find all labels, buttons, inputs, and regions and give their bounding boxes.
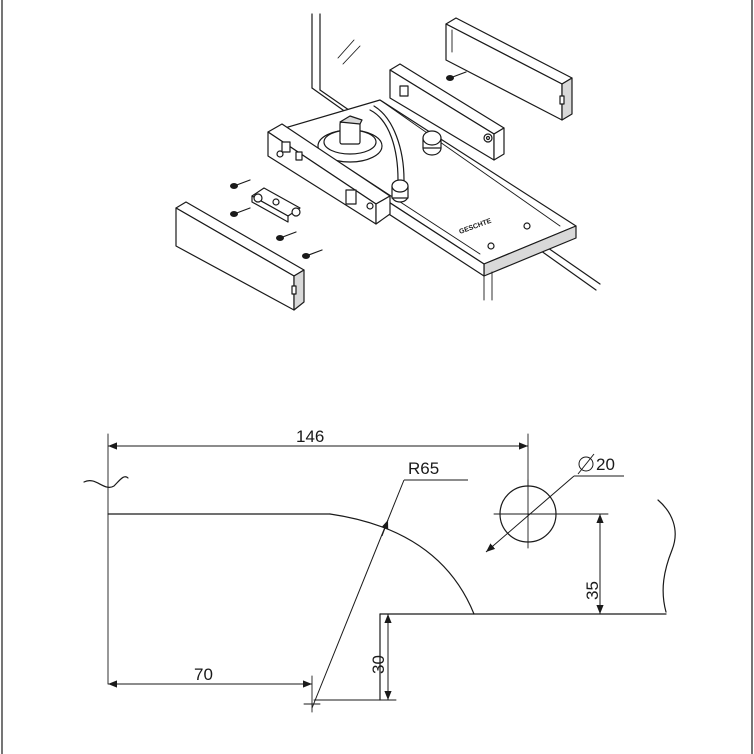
exploded-assembly-view: GESCHTE <box>175 13 601 311</box>
screw-2 <box>230 207 251 217</box>
screw-1 <box>230 179 251 189</box>
screw-3 <box>276 231 297 241</box>
screw-4 <box>302 249 323 259</box>
dim-70-label: 70 <box>194 665 213 684</box>
rear-cover-plate <box>445 17 573 121</box>
clip-part <box>251 187 301 223</box>
dim-35: 35 <box>561 513 621 615</box>
dim-r65: R65 <box>311 459 468 709</box>
dim-146-label: 146 <box>296 427 324 446</box>
dim-70: 70 <box>108 665 321 713</box>
front-bracket <box>267 123 409 225</box>
dim-146: 146 <box>107 427 529 685</box>
screw-5 <box>446 71 467 81</box>
dim-diameter-20: 20 <box>485 453 624 553</box>
rear-bracket <box>389 63 505 161</box>
base-housing: GESCHTE <box>277 99 577 301</box>
dim-30: 30 <box>313 614 397 701</box>
spindle-assembly <box>317 105 405 181</box>
dim-r65-label: R65 <box>408 459 439 478</box>
break-line-left <box>83 476 129 488</box>
pivot-hole <box>493 479 563 549</box>
front-cover-plate <box>175 201 305 311</box>
dimension-drawing: 146 R65 20 35 30 <box>83 427 676 713</box>
dim-35-label: 35 <box>583 581 602 600</box>
dim-diameter-label: 20 <box>596 455 615 474</box>
break-line-right <box>657 499 676 613</box>
dim-30-label: 30 <box>369 655 388 674</box>
